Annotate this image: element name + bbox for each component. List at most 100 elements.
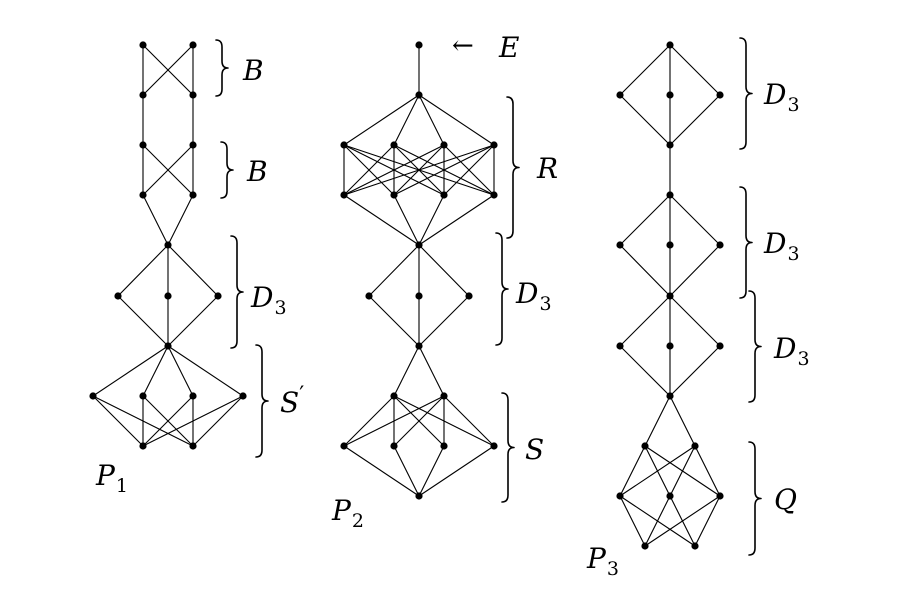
- p2-brace-2-label: D3: [515, 277, 552, 315]
- p1-brace-4-label: S′: [280, 383, 304, 419]
- p1-vertex-h1: [89, 392, 97, 400]
- p3-edge-i2-j1: [619, 445, 696, 497]
- p2-edge-y1-z4: [393, 395, 495, 447]
- poset-p1-edges: [92, 44, 244, 447]
- p3-brace-2-label: D3: [763, 227, 800, 265]
- p1-brace-2-label: B: [246, 155, 268, 188]
- p1-edge-a2-b1: [142, 44, 194, 96]
- left-arrow-icon: ←: [452, 31, 474, 61]
- p2-brace-3: S: [501, 392, 544, 503]
- top-element-pointer: ← E: [452, 31, 519, 64]
- p2-edge-s3-v: [418, 194, 445, 246]
- p1-edge-f3-g: [167, 295, 219, 347]
- p2-edge-v-w1: [368, 244, 420, 297]
- p3-brace-4: Q: [748, 441, 797, 556]
- p2-edge-u-r1: [343, 94, 420, 146]
- p1-vertex-a1: [139, 41, 147, 49]
- p2-vertex-v: [415, 241, 423, 249]
- p1-vertex-d2: [189, 191, 197, 199]
- p3-edge-h-i2: [669, 395, 696, 447]
- p2-vertex-t: [415, 41, 423, 49]
- p1-vertex-b2: [189, 91, 197, 99]
- p1-brace-3-bracket: [230, 235, 244, 349]
- p3-edge-j2-k1: [644, 495, 671, 547]
- p3-brace-2-bracket: [739, 186, 753, 299]
- p2-edge-y2-z4: [443, 395, 495, 447]
- p3-vertex-f: [666, 292, 674, 300]
- p1-vertex-h3: [189, 392, 197, 400]
- p3-vertex-j2: [666, 492, 674, 500]
- p3-vertex-a: [666, 41, 674, 49]
- p2-vertex-s1: [340, 191, 348, 199]
- p3-vertex-g1: [616, 342, 624, 350]
- p3-vertex-k1: [641, 542, 649, 550]
- p2-vertex-z4: [490, 442, 498, 450]
- p1-brace-2-bracket: [220, 141, 234, 199]
- p2-edge-r4-s2: [393, 144, 495, 196]
- p1-vertex-i2: [189, 442, 197, 450]
- p1-vertex-d1: [139, 191, 147, 199]
- p2-vertex-r3: [440, 141, 448, 149]
- p3-vertex-h: [666, 392, 674, 400]
- p2-edge-y1-z1: [343, 395, 395, 447]
- p2-vertex-r1: [340, 141, 348, 149]
- p2-vertex-x: [415, 342, 423, 350]
- p3-edge-d-e3: [669, 194, 721, 246]
- p2-edge-z4-b: [418, 445, 495, 497]
- p3-brace-2: D3: [739, 186, 800, 299]
- p2-edge-w3-x: [418, 295, 470, 347]
- p3-edge-g3-h: [669, 345, 721, 397]
- p3-vertex-d: [666, 191, 674, 199]
- p1-vertex-h2: [139, 392, 147, 400]
- p1-edge-h1-i1: [92, 395, 144, 447]
- p3-vertex-e1: [616, 241, 624, 249]
- p2-brace-2-bracket: [495, 232, 509, 346]
- p3-brace-1-bracket: [739, 37, 753, 150]
- p2-edge-u-r3: [418, 94, 445, 146]
- p3-edge-j3-k2: [694, 495, 721, 547]
- p3-edge-e1-f: [619, 244, 671, 297]
- p2-vertex-s3: [440, 191, 448, 199]
- p3-brace-3-bracket: [748, 290, 762, 403]
- p1-edge-c2-d1: [142, 144, 194, 196]
- p2-brace-2: D3: [495, 232, 552, 346]
- p3-vertex-b3: [716, 91, 724, 99]
- p2-brace-3-label: S: [525, 433, 544, 466]
- poset-p3-vertices: [616, 41, 724, 550]
- p3-vertex-g2: [666, 342, 674, 350]
- p1-brace-1: B: [215, 39, 264, 97]
- poset-p3-edges: [619, 44, 721, 547]
- p2-vertex-y1: [390, 392, 398, 400]
- p3-brace-1: D3: [739, 37, 800, 150]
- p2-vertex-w3: [465, 292, 473, 300]
- poset-p2-vertices: [340, 41, 498, 500]
- p2-vertex-s2: [390, 191, 398, 199]
- p1-brace-4-bracket: [255, 344, 269, 458]
- p1-vertex-i1: [139, 442, 147, 450]
- poset-p2-name: P2: [331, 494, 364, 532]
- poset-p3-name: P3: [586, 542, 619, 580]
- pointer-label: E: [498, 31, 519, 64]
- p1-vertex-c2: [189, 141, 197, 149]
- p1-edge-h3-i1: [142, 395, 194, 447]
- p1-brace-2: B: [220, 141, 268, 199]
- p3-edge-d-e1: [619, 194, 671, 246]
- p2-brace-3-bracket: [501, 392, 515, 503]
- p1-edge-d2-e: [167, 194, 194, 246]
- p2-vertex-r2: [390, 141, 398, 149]
- p3-edge-a-b1: [619, 44, 671, 96]
- p3-edge-g1-h: [619, 345, 671, 397]
- p2-edge-y1-z3: [393, 395, 445, 447]
- p2-edge-r2-s1: [343, 144, 395, 196]
- p3-edge-j3-k1: [644, 495, 721, 547]
- p2-edge-r3-s1: [343, 144, 445, 196]
- p2-edge-u-r2: [393, 94, 420, 146]
- p3-edge-b1-c: [619, 94, 671, 146]
- poset-p2-edges: [343, 44, 495, 497]
- p2-vertex-y2: [440, 392, 448, 400]
- p2-edge-s2-v: [393, 194, 420, 246]
